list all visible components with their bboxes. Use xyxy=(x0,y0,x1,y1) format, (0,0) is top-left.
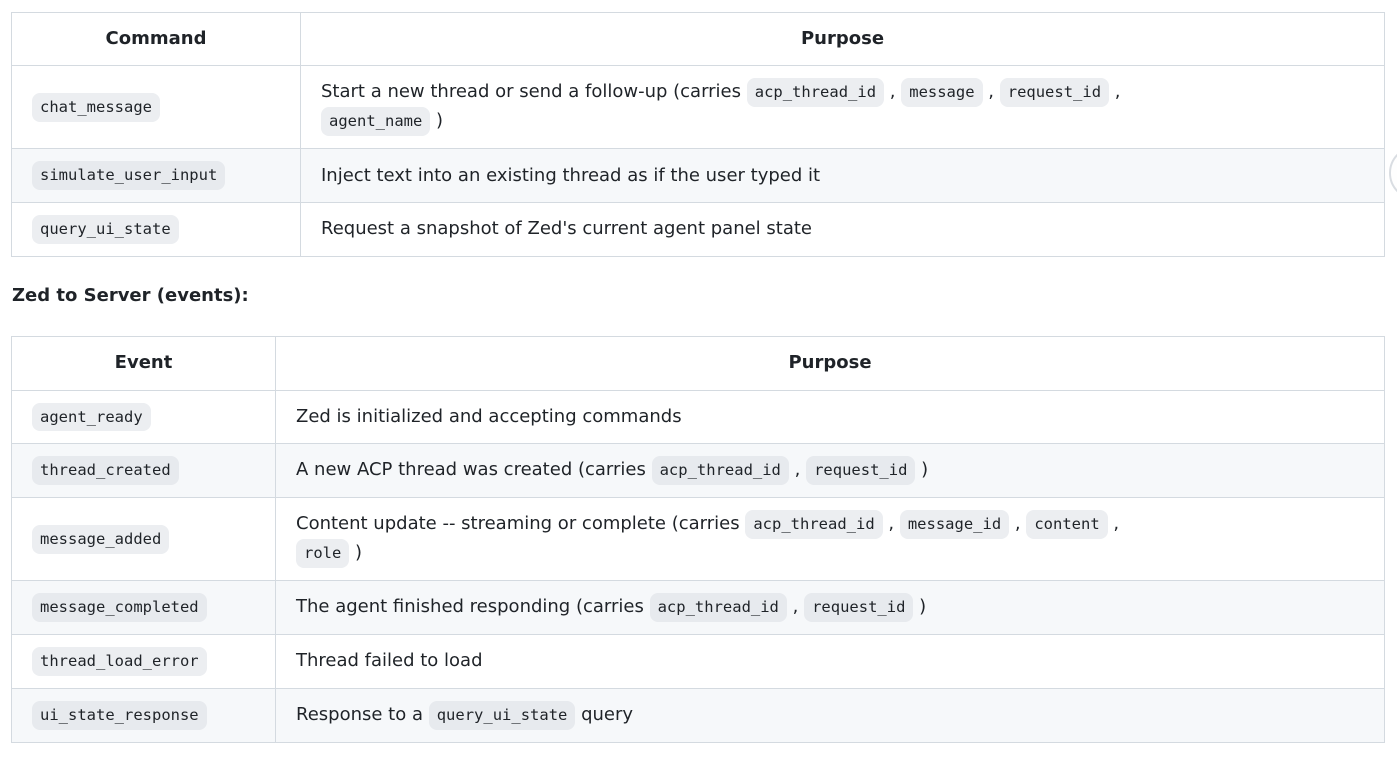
inline-code-chip: acp_thread_id xyxy=(746,78,885,108)
text-fragment: Zed is initialized and accepting command… xyxy=(296,405,682,427)
partial-circle-widget[interactable] xyxy=(1389,146,1397,200)
column-header-command: Command xyxy=(11,11,301,67)
table-row-thread_load_error: thread_load_error Thread failed to load xyxy=(11,634,1385,690)
purpose-cell: The agent finished responding (carries a… xyxy=(275,580,1385,636)
text-fragment: The agent finished responding (carries xyxy=(296,596,650,618)
table-row-thread_created: thread_created A new ACP thread was creat… xyxy=(11,443,1385,499)
inline-code-chip: acp_thread_id xyxy=(651,456,789,486)
inline-code-chip: chat_message xyxy=(32,92,160,122)
commands-table-body: chat_message Start a new thread or send a… xyxy=(11,65,1385,258)
inline-code-chip: thread_created xyxy=(32,456,179,486)
text-fragment: Response to a xyxy=(296,704,429,726)
inline-code-chip: message_completed xyxy=(32,593,207,623)
text-fragment: Thread failed to load xyxy=(296,650,483,672)
inline-code-chip: agent_ready xyxy=(32,402,151,432)
inline-code-chip: thread_load_error xyxy=(32,647,207,677)
inline-code-chip: query_ui_state xyxy=(428,701,576,731)
text-fragment: , xyxy=(786,596,805,618)
text-fragment: Start a new thread or send a follow-up (… xyxy=(321,81,747,103)
inline-code-chip: content xyxy=(1026,510,1108,540)
column-header-purpose: Purpose xyxy=(275,336,1385,391)
table-row-message_completed: message_completed The agent finished resp… xyxy=(11,580,1385,636)
event-cell: thread_created xyxy=(11,443,276,499)
inline-code-chip: ui_state_response xyxy=(32,701,207,731)
purpose-cell: Thread failed to load xyxy=(275,634,1385,690)
text-fragment: , xyxy=(1107,513,1120,535)
text-fragment: , xyxy=(884,81,902,103)
purpose-cell: Zed is initialized and accepting command… xyxy=(275,389,1385,445)
purpose-cell: Start a new thread or send a follow-up (… xyxy=(300,65,1385,150)
text-fragment: Request a snapshot of Zed's current agen… xyxy=(321,218,812,240)
event-cell: thread_load_error xyxy=(11,634,276,690)
command-cell: chat_message xyxy=(11,65,301,150)
table-row-chat_message: chat_message Start a new thread or send a… xyxy=(11,65,1385,150)
inline-code-chip: message_added xyxy=(32,524,170,554)
text-fragment: , xyxy=(1009,513,1027,535)
inline-code-chip: acp_thread_id xyxy=(649,593,787,623)
text-fragment: , xyxy=(882,513,900,535)
event-cell: ui_state_response xyxy=(11,688,276,744)
text-fragment: , xyxy=(982,81,1000,103)
inline-code-chip: request_id xyxy=(999,78,1110,108)
events-table-body: agent_ready Zed is initialized and accept… xyxy=(11,389,1385,744)
purpose-cell: Inject text into an existing thread as i… xyxy=(300,148,1385,204)
inline-code-chip: agent_name xyxy=(321,107,431,137)
event-cell: message_completed xyxy=(11,580,276,636)
text-fragment: , xyxy=(788,459,807,481)
inline-code-chip: message xyxy=(901,78,983,108)
inline-code-chip: acp_thread_id xyxy=(745,510,883,540)
table-row-simulate_user_input: simulate_user_input Inject text into an e… xyxy=(11,148,1385,204)
event-cell: message_added xyxy=(11,497,276,582)
command-cell: simulate_user_input xyxy=(11,148,301,204)
purpose-cell: Content update -- streaming or complete … xyxy=(275,497,1385,582)
text-fragment: query xyxy=(575,704,634,726)
purpose-cell: A new ACP thread was created (carries ac… xyxy=(275,443,1385,499)
section-heading-zed-to-server: Zed to Server (events): xyxy=(12,285,249,307)
text-fragment: A new ACP thread was created (carries xyxy=(296,459,652,481)
purpose-cell: Request a snapshot of Zed's current agen… xyxy=(300,202,1385,258)
inline-code-chip: role xyxy=(296,539,350,569)
text-fragment: ) xyxy=(915,459,929,481)
table-row-ui_state_response: ui_state_response Response to a query_ui_… xyxy=(11,688,1385,744)
inline-code-chip: request_id xyxy=(806,456,916,486)
inline-code-chip: message_id xyxy=(899,510,1010,540)
column-header-event: Event xyxy=(11,336,276,391)
purpose-cell: Response to a query_ui_state query xyxy=(275,688,1385,744)
command-cell: query_ui_state xyxy=(11,202,301,258)
table-row-message_added: message_added Content update -- streaming… xyxy=(11,497,1385,582)
text-fragment: Inject text into an existing thread as i… xyxy=(321,164,821,186)
inline-code-chip: query_ui_state xyxy=(32,215,179,245)
text-fragment: , xyxy=(1109,81,1121,103)
event-cell: agent_ready xyxy=(11,389,276,445)
column-header-purpose: Purpose xyxy=(300,11,1385,67)
text-fragment: ) xyxy=(430,110,444,132)
table-row-query_ui_state: query_ui_state Request a snapshot of Zed'… xyxy=(11,202,1385,258)
text-fragment: Content update -- streaming or complete … xyxy=(296,513,746,535)
table-row-agent_ready: agent_ready Zed is initialized and accept… xyxy=(11,389,1385,445)
inline-code-chip: request_id xyxy=(804,593,914,623)
text-fragment: ) xyxy=(349,542,363,564)
text-fragment: ) xyxy=(913,596,927,618)
inline-code-chip: simulate_user_input xyxy=(32,161,226,191)
